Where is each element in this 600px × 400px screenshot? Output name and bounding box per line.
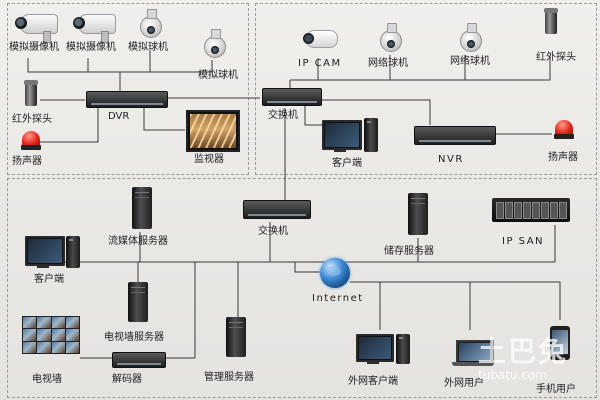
streaming-server-icon xyxy=(132,187,152,229)
external-client-stand xyxy=(367,360,379,364)
ip-san-label: IP SAN xyxy=(502,236,545,247)
management-server-label: 管理服务器 xyxy=(204,372,254,383)
external-client-monitor-icon xyxy=(356,334,394,362)
switch-mid-label: 交换机 xyxy=(258,226,288,237)
mobile-phone-icon xyxy=(550,326,570,360)
ir-probe-left-label: 红外探头 xyxy=(12,114,52,125)
client-top-tower-icon xyxy=(364,118,378,152)
tvwall-server-icon xyxy=(128,282,148,322)
tvwall-server-label: 电视墙服务器 xyxy=(104,332,164,343)
analog-camera-2-label: 模拟摄像机 xyxy=(66,42,116,53)
switch-top-icon xyxy=(262,88,322,106)
monitor-icon xyxy=(186,110,240,152)
analog-camera-2-icon xyxy=(73,14,116,43)
management-server-icon xyxy=(226,317,246,357)
external-client-label: 外网客户端 xyxy=(348,376,398,387)
network-ball-camera-2-icon xyxy=(460,23,482,52)
analog-ball-camera-1-icon xyxy=(140,9,162,38)
tv-wall-icon xyxy=(22,316,80,354)
client-left-monitor-icon xyxy=(25,236,65,266)
client-top-monitor-icon xyxy=(322,120,362,150)
ip-camera-label: IP CAM xyxy=(298,58,342,69)
monitor-label: 监视器 xyxy=(194,154,224,165)
analog-region-box xyxy=(7,3,249,175)
analog-camera-1-label: 模拟摄像机 xyxy=(9,42,59,53)
watermark-site: tubatu.com xyxy=(478,368,548,382)
analog-camera-1-icon xyxy=(15,14,58,43)
external-client-tower-icon xyxy=(396,334,410,364)
speaker-right-icon xyxy=(554,120,574,139)
analog-ball-camera-2-icon xyxy=(204,29,226,58)
ip-camera-icon xyxy=(303,30,338,48)
ip-san-icon xyxy=(492,198,570,222)
nvr-label: NVR xyxy=(438,154,464,165)
network-ball-camera-1-icon xyxy=(380,23,402,52)
speaker-left-label: 扬声器 xyxy=(12,156,42,167)
network-ball-camera-2-label: 网络球机 xyxy=(450,56,490,67)
ir-probe-right-label: 红外探头 xyxy=(536,52,576,63)
streaming-server-label: 流媒体服务器 xyxy=(108,236,168,247)
analog-ball-camera-1-label: 模拟球机 xyxy=(128,42,168,53)
storage-server-label: 储存服务器 xyxy=(384,246,434,257)
client-left-label: 客户端 xyxy=(34,274,64,285)
speaker-left-icon xyxy=(21,131,41,150)
backend-region-box xyxy=(7,178,597,398)
switch-mid-icon xyxy=(243,200,311,219)
tv-wall-label: 电视墙 xyxy=(32,374,62,385)
decoder-label: 解码器 xyxy=(112,374,142,385)
external-user-label: 外网用户 xyxy=(444,378,484,389)
watermark-logo: 土巴兔 xyxy=(478,335,569,368)
client-left-tower-icon xyxy=(66,236,80,268)
storage-server-icon xyxy=(408,193,428,235)
nvr-icon xyxy=(414,126,496,145)
internet-label: Internet xyxy=(312,293,364,304)
client-top-stand xyxy=(334,148,346,152)
ir-probe-right-icon xyxy=(544,8,558,34)
internet-globe-icon xyxy=(320,258,350,288)
switch-top-label: 交换机 xyxy=(268,110,298,121)
client-left-stand xyxy=(37,264,49,268)
speaker-right-label: 扬声器 xyxy=(548,152,578,163)
network-ball-camera-1-label: 网络球机 xyxy=(368,58,408,69)
ir-probe-left-icon xyxy=(24,80,38,106)
external-user-laptop-icon xyxy=(452,340,494,366)
ip-region-box xyxy=(255,3,597,175)
client-top-label: 客户端 xyxy=(332,158,362,169)
analog-ball-camera-2-label: 模拟球机 xyxy=(198,70,238,81)
decoder-icon xyxy=(112,352,166,368)
dvr-label: DVR xyxy=(108,111,130,122)
dvr-icon xyxy=(86,91,168,108)
mobile-user-label: 手机用户 xyxy=(536,384,576,395)
